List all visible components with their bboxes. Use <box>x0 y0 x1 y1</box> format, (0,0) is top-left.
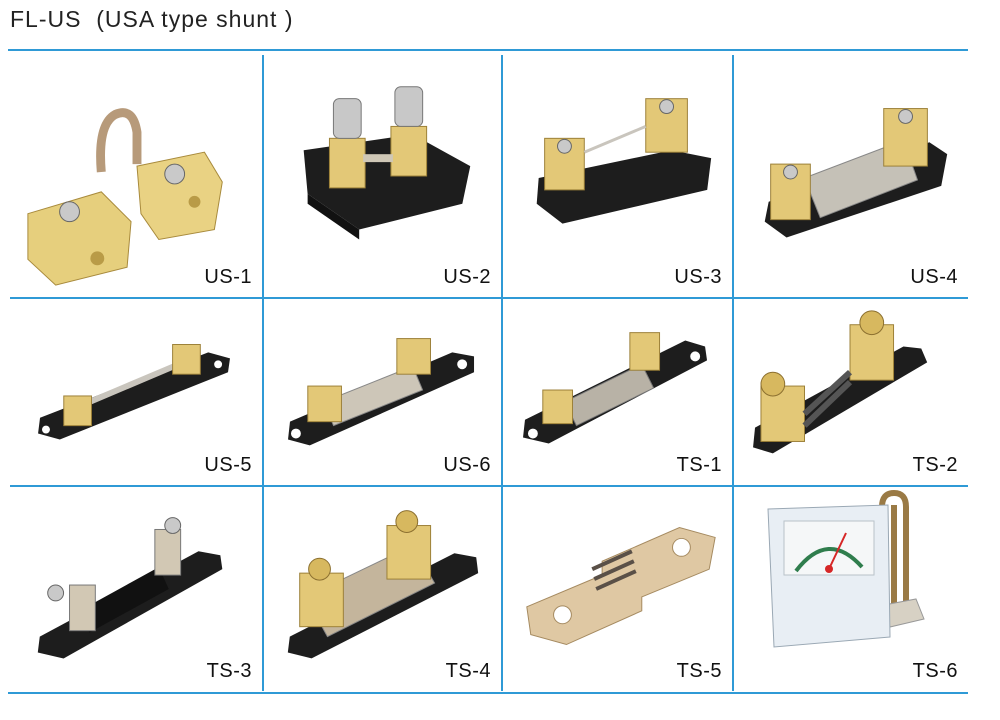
product-card-us-6[interactable]: US-6 <box>264 299 503 487</box>
shunt-photo-ts-5 <box>526 527 716 646</box>
product-card-ts-5[interactable]: TS-5 <box>503 487 734 691</box>
shunt-photo-us-4 <box>764 108 948 238</box>
shunt-photo-ts-1 <box>523 332 708 444</box>
page-title: FL-US (USA type shunt ) <box>10 6 294 32</box>
product-grid: US-1 US-2 US-3 <box>10 55 968 691</box>
product-label: US-6 <box>443 454 491 476</box>
shunt-photo-us-3 <box>536 98 712 224</box>
shunt-photo-ts-3 <box>37 517 223 659</box>
product-label: TS-5 <box>676 660 722 682</box>
shunt-photo-us-1 <box>27 108 223 286</box>
product-card-ts-4[interactable]: TS-4 <box>264 487 503 691</box>
product-card-ts-6[interactable]: TS-6 <box>734 487 968 691</box>
product-card-us-4[interactable]: US-4 <box>734 55 968 299</box>
product-card-us-5[interactable]: US-5 <box>10 299 264 487</box>
product-label: US-2 <box>443 266 491 288</box>
shunt-photo-ts-6 <box>767 489 925 648</box>
product-label: US-1 <box>204 266 252 288</box>
top-divider <box>8 49 968 51</box>
shunt-photo-ts-4 <box>287 510 479 659</box>
product-label: TS-4 <box>445 660 491 682</box>
product-card-us-2[interactable]: US-2 <box>264 55 503 299</box>
product-label: TS-6 <box>912 660 958 682</box>
shunt-photo-us-2 <box>303 86 471 240</box>
shunt-photo-us-6 <box>288 338 475 446</box>
product-label: US-4 <box>910 266 958 288</box>
product-card-ts-1[interactable]: TS-1 <box>503 299 734 487</box>
product-card-us-1[interactable]: US-1 <box>10 55 264 299</box>
shunt-photo-ts-2 <box>753 310 928 454</box>
product-label: US-5 <box>204 454 252 476</box>
bottom-divider <box>8 692 968 694</box>
product-label: TS-3 <box>206 660 252 682</box>
product-card-ts-3[interactable]: TS-3 <box>10 487 264 691</box>
product-label: TS-1 <box>676 454 722 476</box>
product-label: US-3 <box>674 266 722 288</box>
product-card-ts-2[interactable]: TS-2 <box>734 299 968 487</box>
product-card-us-3[interactable]: US-3 <box>503 55 734 299</box>
product-label: TS-2 <box>912 454 958 476</box>
shunt-photo-us-5 <box>38 344 230 440</box>
